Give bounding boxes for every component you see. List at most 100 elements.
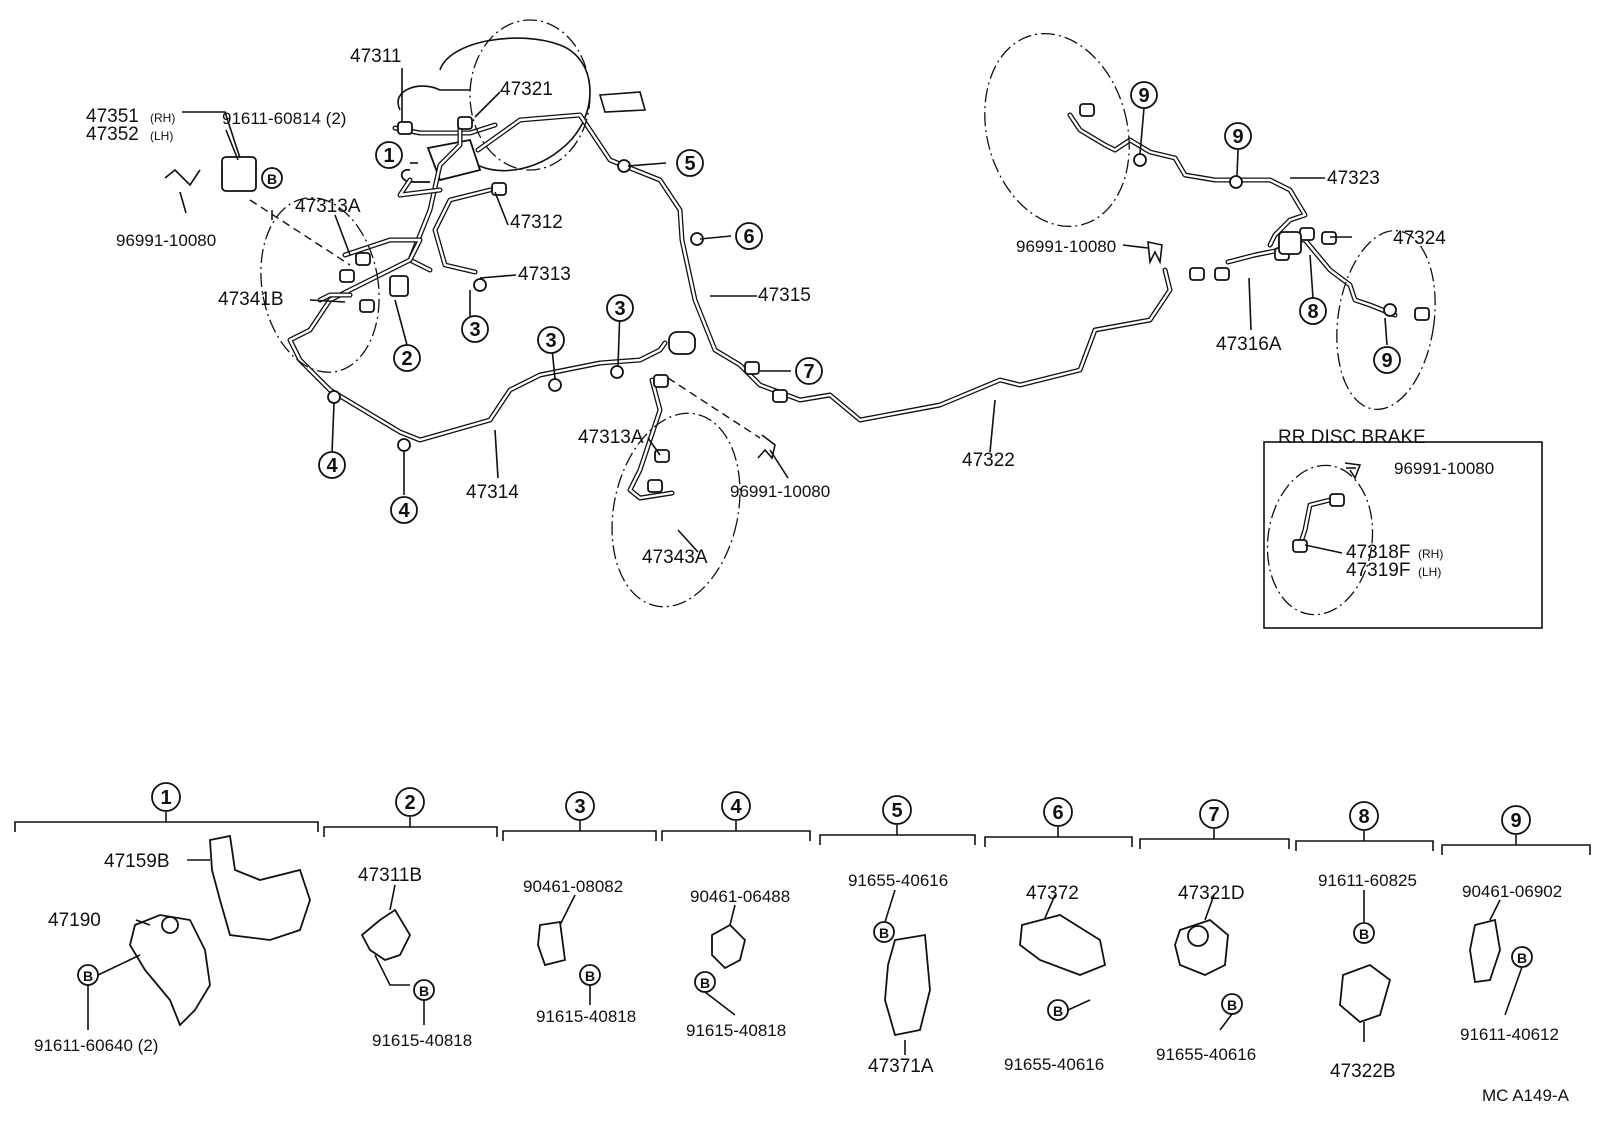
svg-text:3: 3 — [469, 319, 480, 341]
fittings — [164, 103, 1430, 553]
label-91615-40818-c: 91615-40818 — [686, 1021, 786, 1040]
valve-47190 — [129, 914, 211, 1027]
label-91611-40612: 91611-40612 — [1460, 1025, 1559, 1044]
clamp-90461-06902 — [1469, 918, 1501, 984]
label-90461-06902: 90461-06902 — [1462, 882, 1562, 901]
svg-text:3: 3 — [614, 298, 625, 320]
svg-text:8: 8 — [1358, 806, 1369, 828]
detail-parts — [129, 834, 1501, 1037]
label-47312: 47312 — [510, 212, 563, 233]
label-91611-60814: 91611-60814 (2) — [222, 109, 346, 128]
clamp-47371A — [884, 933, 931, 1037]
detail-marker-3: 3 — [565, 791, 595, 821]
marker-7: 7 — [795, 357, 823, 385]
marker-3: 3 — [537, 326, 565, 354]
label-91655-40616-a: 91655-40616 — [848, 871, 948, 890]
local-pipes — [392, 122, 498, 275]
label-47352-lh: (LH) — [150, 129, 173, 143]
svg-text:B: B — [585, 968, 595, 984]
marker-4: 4 — [390, 496, 418, 524]
label-47343A: 47343A — [642, 547, 708, 568]
label-47318F-rh: (RH) — [1418, 547, 1443, 561]
svg-text:4: 4 — [730, 796, 742, 818]
svg-text:B: B — [83, 968, 93, 984]
label-47313A-a: 47313A — [295, 196, 361, 217]
wheel-outlines — [260, 19, 1436, 616]
label-47341B: 47341B — [218, 289, 284, 310]
svg-text:B: B — [700, 975, 710, 991]
label-47313: 47313 — [518, 264, 571, 285]
svg-text:9: 9 — [1232, 126, 1243, 148]
label-rr-disc-brake: RR DISC BRAKE — [1278, 427, 1426, 448]
detail-labels: 47159B 47190 91611-60640 (2) 47311B 9161… — [34, 851, 1570, 1105]
detail-marker-5: 5 — [882, 795, 912, 825]
figure-code: MC A149-A — [1482, 1086, 1570, 1105]
svg-text:B: B — [1053, 1003, 1063, 1019]
label-96991-10080-a: 96991-10080 — [116, 231, 216, 250]
svg-text:B: B — [1227, 997, 1237, 1013]
svg-text:1: 1 — [383, 145, 394, 167]
label-47319F: 47319F — [1346, 560, 1410, 581]
tee-47322B — [1339, 963, 1392, 1024]
label-47321: 47321 — [500, 79, 553, 100]
label-47311B: 47311B — [358, 865, 422, 886]
label-47316A: 47316A — [1216, 334, 1282, 355]
bracket-47159B — [209, 834, 311, 941]
detail-markers: 1 2 3 4 5 6 7 8 9 — [151, 782, 1531, 835]
detail-brackets — [14, 812, 1591, 855]
clamp-90461-06488 — [711, 923, 746, 970]
label-47323: 47323 — [1327, 168, 1380, 189]
marker-8: 8 — [1299, 297, 1327, 325]
label-90461-08082: 90461-08082 — [523, 877, 623, 896]
detail-marker-2: 2 — [395, 787, 425, 817]
svg-text:1: 1 — [160, 787, 171, 809]
svg-text:9: 9 — [1381, 350, 1392, 372]
detail-marker-6: 6 — [1043, 797, 1073, 827]
label-96991-10080-c: 96991-10080 — [1016, 237, 1116, 256]
label-47322: 47322 — [962, 450, 1015, 471]
marker-5: 5 — [676, 149, 704, 177]
svg-text:B: B — [1359, 926, 1369, 942]
marker-9: 9 — [1373, 346, 1401, 374]
label-47318F: 47318F — [1346, 542, 1410, 563]
marker-6: 6 — [735, 222, 763, 250]
svg-text:2: 2 — [401, 348, 412, 370]
detail-marker-7: 7 — [1199, 799, 1229, 829]
label-47190: 47190 — [48, 910, 101, 931]
pipe-clamp-dots — [327, 153, 1397, 452]
marker-9: 9 — [1224, 122, 1252, 150]
svg-text:B: B — [267, 171, 277, 187]
bolt-marker-top: B — [261, 167, 283, 189]
detail-marker-8: 8 — [1349, 801, 1379, 831]
svg-text:4: 4 — [398, 500, 410, 522]
detail-marker-4: 4 — [721, 791, 751, 821]
label-91615-40818-b: 91615-40818 — [536, 1007, 636, 1026]
svg-text:9: 9 — [1510, 810, 1521, 832]
label-47351: 47351 — [86, 106, 139, 127]
label-47311: 47311 — [350, 46, 401, 67]
svg-text:B: B — [1517, 950, 1527, 966]
label-47321D: 47321D — [1178, 883, 1245, 904]
label-96991-10080-d: 96991-10080 — [1394, 459, 1494, 478]
upper-markers: 1 2 3 3 3 4 4 5 6 7 8 9 9 9 — [318, 81, 1401, 524]
upper-callouts: 47311 47321 47351 (RH) 4 7 3 5 2 (LH) 91611-… — [86, 46, 1494, 581]
marker-3: 3 — [606, 294, 634, 322]
rr-disc-brake-box — [1263, 441, 1543, 629]
label-47315: 47315 — [758, 285, 811, 306]
svg-text:8: 8 — [1307, 301, 1318, 323]
dashed-leaders — [249, 199, 761, 439]
svg-text:7: 7 — [1208, 804, 1219, 826]
clamp-47372 — [1019, 914, 1107, 976]
marker-4: 4 — [318, 451, 346, 479]
marker-9: 9 — [1130, 81, 1158, 109]
brake-pipes — [287, 112, 1398, 548]
svg-text:6: 6 — [1052, 802, 1063, 824]
svg-text:2: 2 — [404, 792, 415, 814]
label-47371A: 47371A — [868, 1056, 934, 1077]
svg-text:B: B — [879, 925, 889, 941]
svg-text:3: 3 — [574, 796, 585, 818]
marker-2: 2 — [393, 344, 421, 372]
detail-marker-1: 1 — [151, 782, 181, 812]
label-47314: 47314 — [466, 482, 519, 503]
